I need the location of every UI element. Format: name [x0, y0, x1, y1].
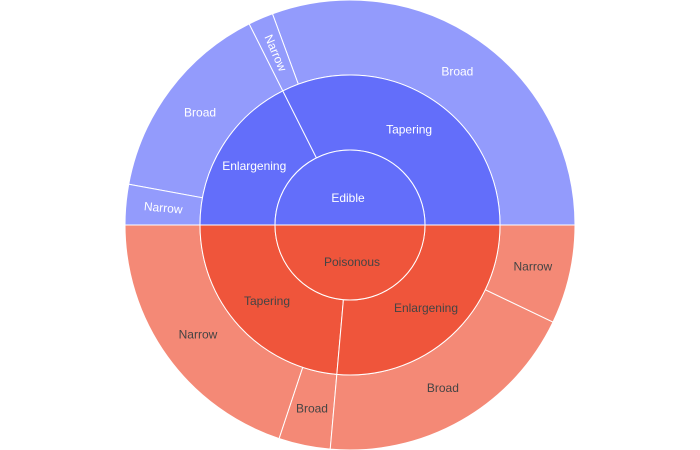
label-poisonous-enlargening-broad: Broad	[427, 381, 459, 395]
sunburst-segments	[124, 0, 576, 450]
label-edible-tapering: Tapering	[386, 122, 432, 136]
label-poisonous-enlargening: Enlargening	[394, 301, 458, 315]
label-poisonous-enlargening-narrow: Narrow	[514, 259, 553, 273]
label-poisonous-tapering-narrow: Narrow	[179, 328, 218, 342]
segment-poisonous[interactable]	[274, 224, 426, 301]
label-poisonous-tapering: Tapering	[244, 294, 290, 308]
label-edible: Edible	[331, 191, 365, 205]
label-edible-tapering-broad: Broad	[441, 64, 473, 78]
label-poisonous-tapering-broad: Broad	[296, 402, 328, 416]
label-edible-enlargening: Enlargening	[222, 159, 286, 173]
label-edible-enlargening-broad: Broad	[184, 105, 216, 119]
label-edible-enlargening-narrow: Narrow	[143, 199, 183, 216]
segment-edible[interactable]	[274, 149, 426, 226]
label-poisonous: Poisonous	[324, 255, 380, 269]
